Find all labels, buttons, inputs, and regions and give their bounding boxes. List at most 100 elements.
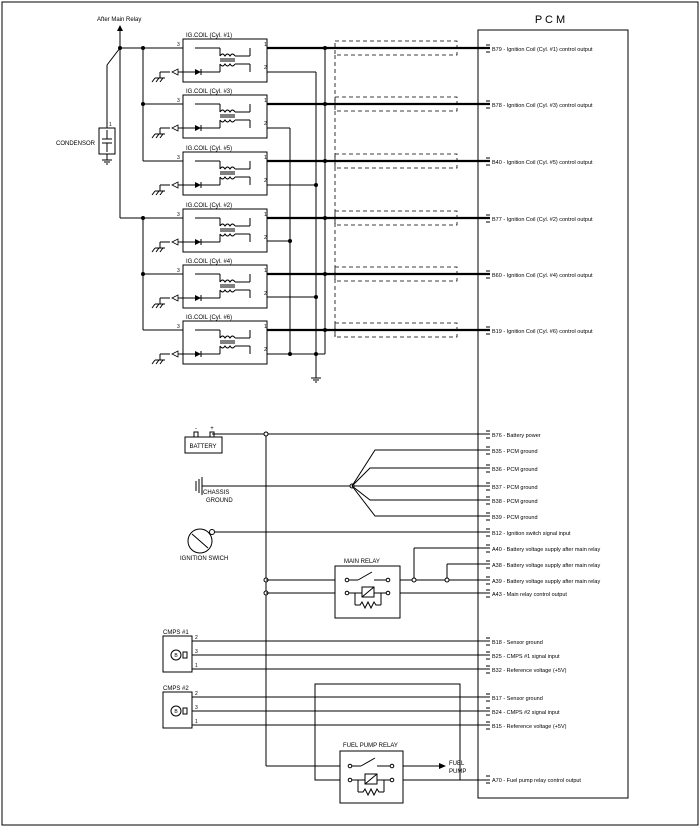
pcm-box — [477, 29, 629, 799]
pcm-pin-b25: B25 - CMPS #1 signal input — [492, 654, 560, 660]
spark-plug-icon — [171, 124, 179, 132]
condensor-pin: 1 — [109, 122, 112, 128]
coil-title: IG.COIL (Cyl. #4) — [186, 259, 232, 265]
coil-pin-c: 2 — [264, 65, 267, 71]
coil-unit-cyl-4: IG.COIL (Cyl. #4) 3 1 2 — [151, 259, 268, 309]
pcm-pin-b32: B32 - Reference voltage (+5V) — [492, 668, 567, 674]
coil-pin-a: 3 — [177, 98, 180, 104]
cmps2-pin2: 2 — [195, 691, 198, 697]
spark-plug-icon — [171, 238, 179, 246]
battery-plus: + — [210, 426, 214, 432]
cmps2-symbol: B — [174, 709, 178, 715]
chassis-ground-line1: CHASSIS — [203, 490, 229, 496]
coil-pin-b: 1 — [264, 155, 267, 161]
coil-pin-a: 3 — [177, 42, 180, 48]
coil-pin-c: 2 — [264, 347, 267, 353]
pcm-pin-b12: B12 - Ignition switch signal input — [492, 531, 571, 537]
condensor-ground-icon — [102, 159, 112, 165]
pcm-pin-a43: A43 - Main relay control output — [492, 592, 567, 598]
fuel-pump-line2: PUMP — [449, 769, 466, 775]
cmps1-pin3: 3 — [195, 649, 198, 655]
coil-pin-a: 3 — [177, 268, 180, 274]
coil-pin-b: 1 — [264, 324, 267, 330]
main-relay-internals — [344, 571, 391, 610]
coil-title: IG.COIL (Cyl. #3) — [186, 89, 232, 95]
coil-title: IG.COIL (Cyl. #5) — [186, 146, 232, 152]
coil-unit-cyl-5: IG.COIL (Cyl. #5) 3 1 2 — [151, 146, 268, 196]
battery-minus: - — [195, 426, 197, 432]
pcm-pin-b39: B39 - PCM ground — [492, 515, 538, 521]
condensor-label: CONDENSOR — [56, 141, 96, 147]
cmps1-label: CMPS #1 — [163, 630, 189, 636]
main-relay-label: MAIN RELAY — [344, 559, 380, 565]
pcm-pin-b77: B77 - Ignition Coil (Cyl. #2) control ou… — [492, 217, 593, 223]
pcm-pin-b37: B37 - PCM ground — [492, 485, 538, 491]
cmps2-pin3: 3 — [195, 705, 198, 711]
pcm-pin-b78: B78 - Ignition Coil (Cyl. #3) control ou… — [492, 103, 593, 109]
coil-pin-c: 2 — [264, 178, 267, 184]
pcm-pin-a70: A70 - Fuel pump relay control output — [492, 778, 581, 784]
spark-plug-icon — [171, 350, 179, 358]
coil-pin-c: 2 — [264, 121, 267, 127]
coil-pin-a: 3 — [177, 324, 180, 330]
pcm-pin-b76: B76 - Battery power — [492, 433, 541, 439]
cmps1-sensor-icon: B — [170, 649, 188, 661]
pcm-pin-b24: B24 - CMPS #2 signal input — [492, 710, 560, 716]
pcm-pin-b38: B38 - PCM ground — [492, 499, 538, 505]
coil-unit-cyl-3: IG.COIL (Cyl. #3) 3 1 2 — [151, 89, 268, 139]
coil-title: IG.COIL (Cyl. #6) — [186, 315, 232, 321]
fuel-pump-line1: FUEL — [449, 761, 465, 767]
coil-pin-a: 3 — [177, 155, 180, 161]
coil-pin-b: 1 — [264, 268, 267, 274]
chassis-ground-icon — [195, 477, 203, 495]
coil-title: IG.COIL (Cyl. #2) — [186, 203, 232, 209]
pcm-pin-b40: B40 - Ignition Coil (Cyl. #5) control ou… — [492, 160, 593, 166]
spark-plug-icon — [171, 294, 179, 302]
coil-pin-c: 2 — [264, 291, 267, 297]
cmps2-pin1: 1 — [195, 719, 198, 725]
battery-label: BATTERY — [189, 444, 216, 450]
cmps2-label: CMPS #2 — [163, 686, 189, 692]
pcm-pin-b15: B15 - Reference voltage (+5V) — [492, 724, 567, 730]
battery: - + BATTERY — [184, 426, 223, 454]
pcm-pin-b19: B19 - Ignition Coil (Cyl. #6) control ou… — [492, 329, 593, 335]
pcm-pin-b36: B36 - PCM ground — [492, 467, 538, 473]
pcm-lower-pins: B76 - Battery power B35 - PCM ground B36… — [486, 430, 600, 784]
supply-arrow-icon — [117, 25, 123, 31]
pcm-coil-outputs: B79 - Ignition Coil (Cyl. #1) control ou… — [486, 44, 593, 335]
pcm-pin-b17: B17 - Sensor ground — [492, 696, 543, 702]
coil-title: IG.COIL (Cyl. #1) — [186, 33, 232, 39]
coil-ground-icon — [311, 377, 321, 383]
ignition-switch-label: IGNITION SWICH — [180, 556, 228, 562]
coil-unit-cyl-2: IG.COIL (Cyl. #2) 3 1 2 — [151, 203, 268, 253]
pcm-pin-b18: B18 - Sensor ground — [492, 640, 543, 646]
coil-pin-b: 1 — [264, 98, 267, 104]
cmps1-pin2: 2 — [195, 635, 198, 641]
fuel-pump-relay-internals — [347, 757, 395, 797]
pcm-pin-a40: A40 - Battery voltage supply after main … — [492, 547, 600, 553]
cmps1-symbol: B — [174, 653, 178, 659]
fuel-pump-relay-feed — [314, 683, 461, 781]
spark-plug-icon — [171, 181, 179, 189]
pcm-pin-b79: B79 - Ignition Coil (Cyl. #1) control ou… — [492, 47, 593, 53]
after-main-relay-label: After Main Relay — [97, 17, 141, 23]
cmps1-pin1: 1 — [195, 663, 198, 669]
chassis-ground-line2: GROUND — [206, 498, 233, 504]
fuel-pump-relay-label: FUEL PUMP RELAY — [343, 743, 398, 749]
pcm-pin-b35: B35 - PCM ground — [492, 449, 538, 455]
coil-pin-b: 1 — [264, 42, 267, 48]
spark-plug-icon — [171, 68, 179, 76]
cmps2-sensor-icon: B — [170, 705, 188, 717]
coil-pin-c: 2 — [264, 235, 267, 241]
coil-unit-cyl-1: IG.COIL (Cyl. #1) 3 1 2 — [151, 33, 268, 83]
pcm-pin-b60: B60 - Ignition Coil (Cyl. #4) control ou… — [492, 273, 593, 279]
coil-pin-b: 1 — [264, 212, 267, 218]
pcm-title: P C M — [535, 14, 565, 26]
fuel-pump-arrow-icon — [439, 763, 446, 769]
pcm-pin-a39: A39 - Battery voltage supply after main … — [492, 579, 600, 585]
pcm-pin-a38: A38 - Battery voltage supply after main … — [492, 563, 600, 569]
ignition-switch-icon — [187, 528, 215, 554]
coil-unit-cyl-6: IG.COIL (Cyl. #6) 3 1 2 — [151, 315, 268, 365]
